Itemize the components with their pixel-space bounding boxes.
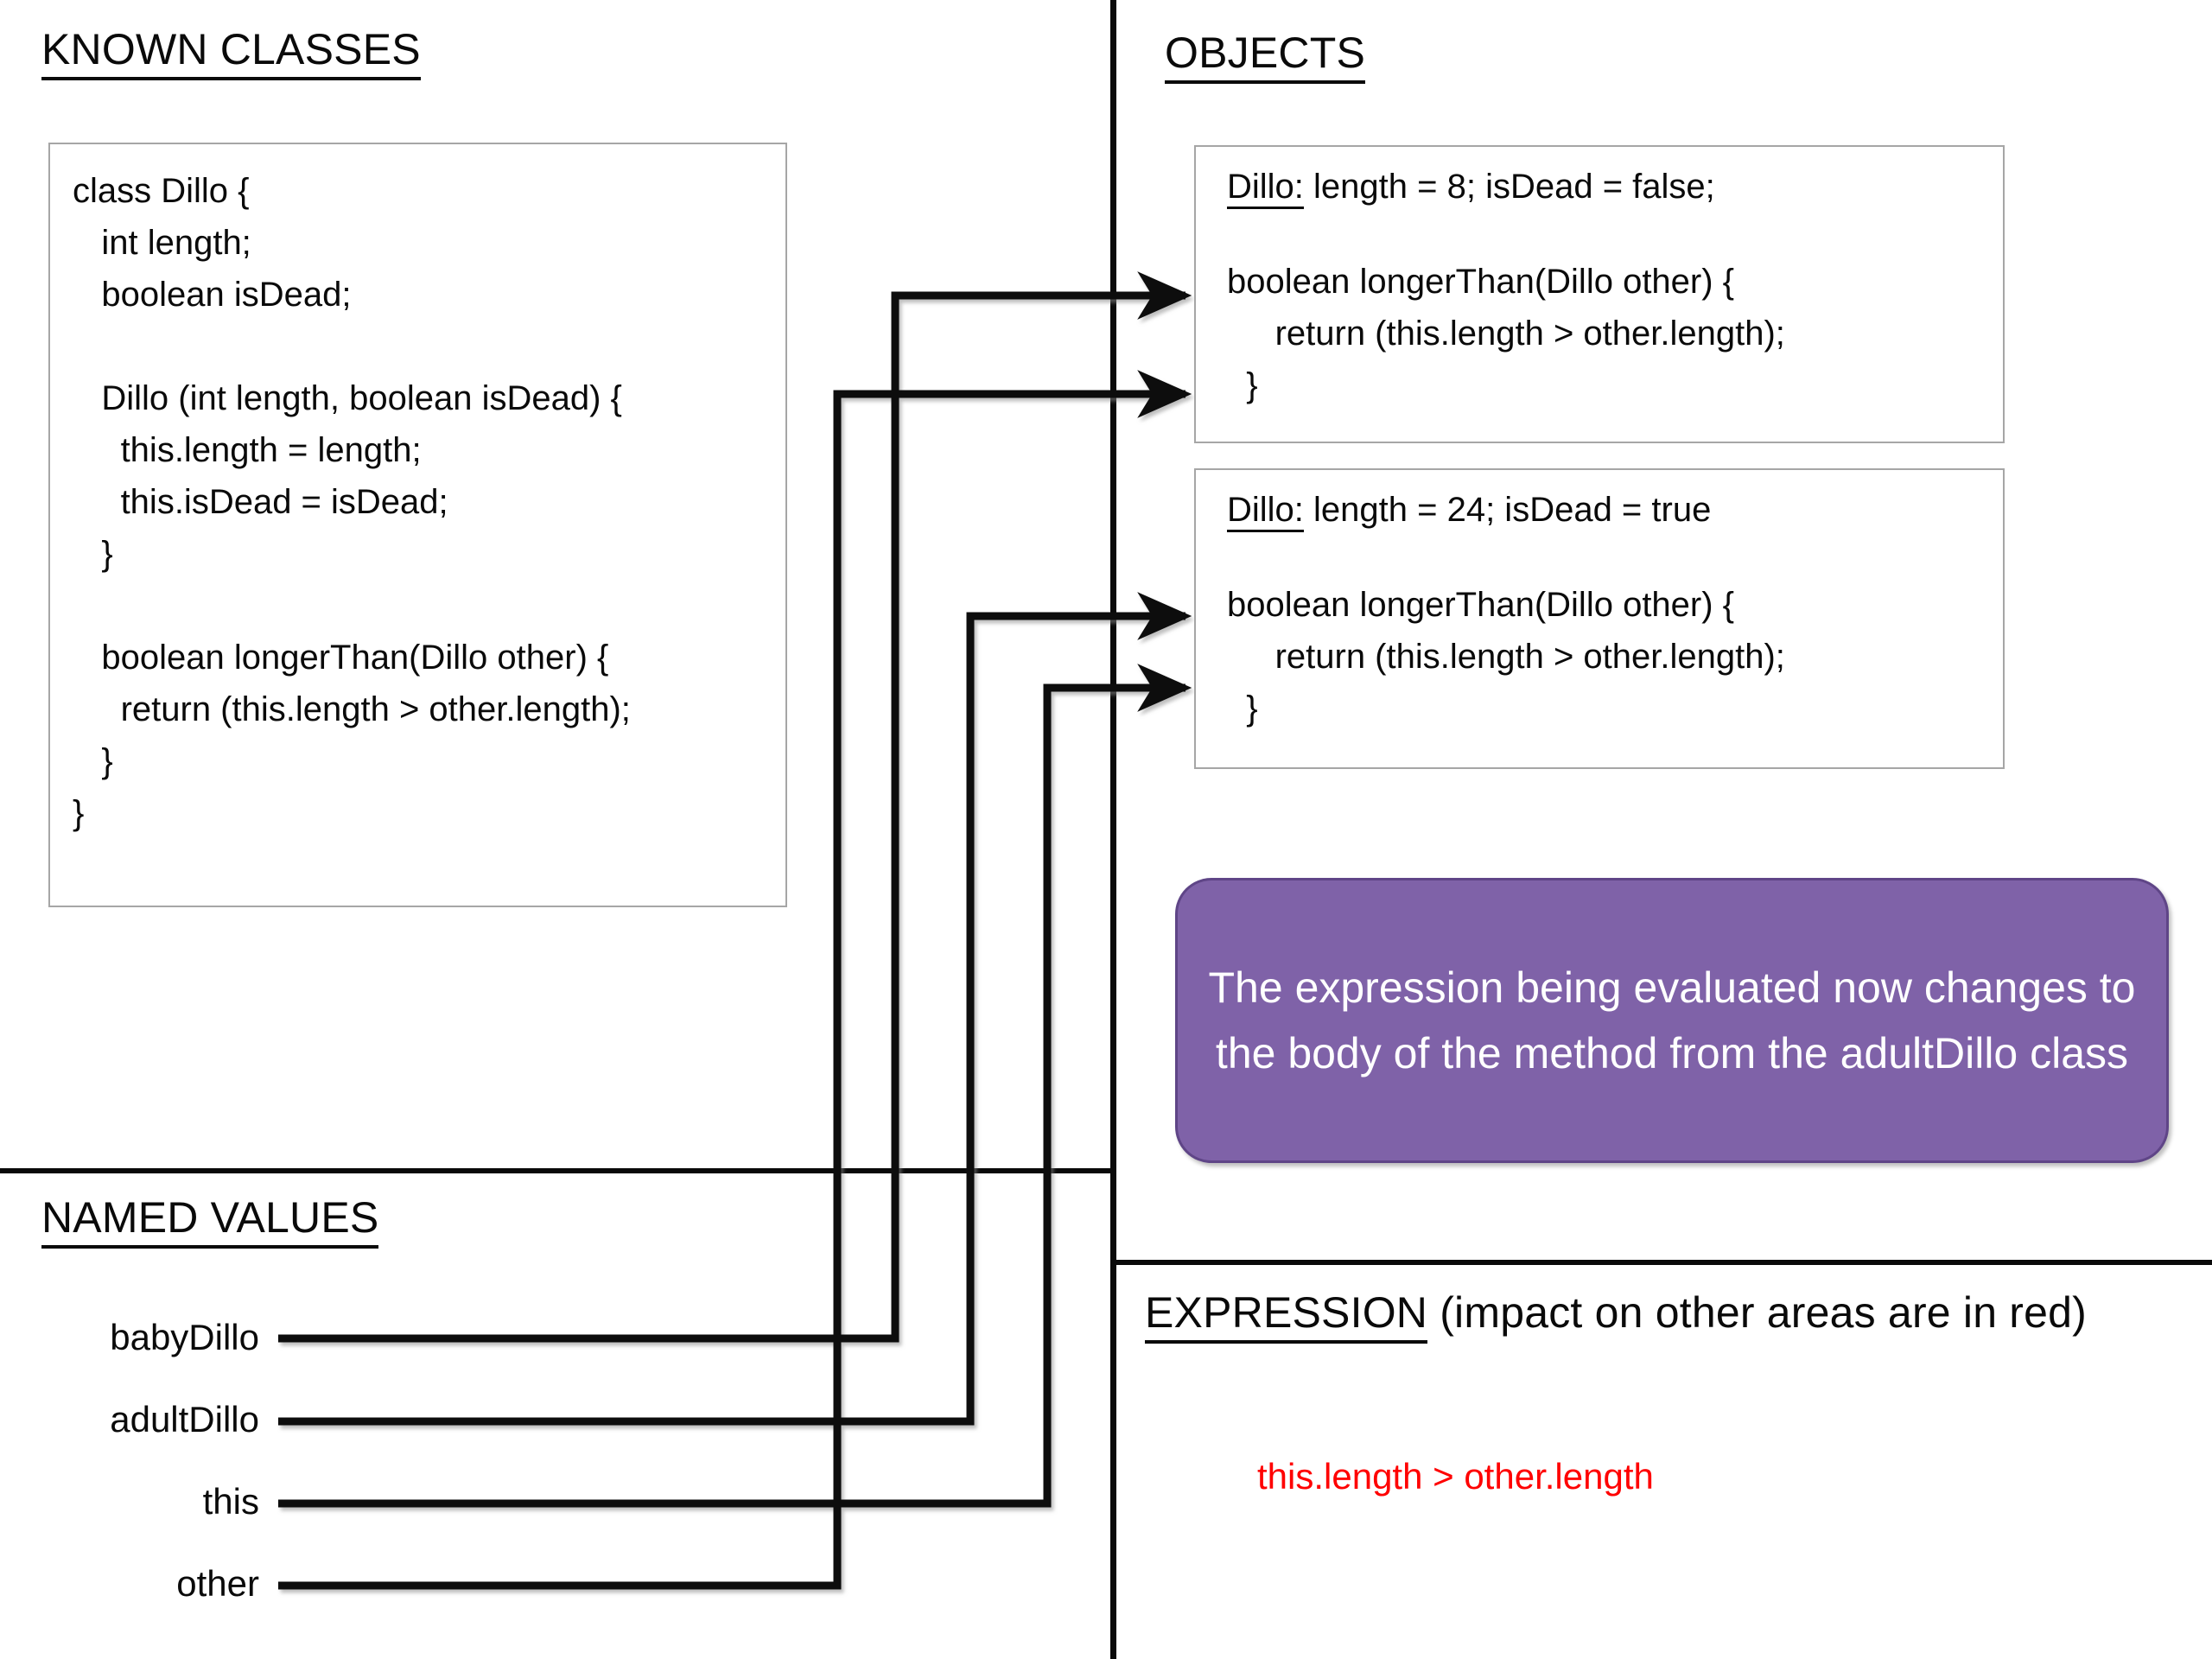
objects-header-label: OBJECTS <box>1165 29 1365 84</box>
class-definition-box: class Dillo { int length; boolean isDead… <box>48 143 787 907</box>
expression-header-note: (impact on other areas are in red) <box>1427 1288 2088 1337</box>
object-2-fields: length = 24; isDead = true <box>1303 491 1712 529</box>
object-2-method-code: boolean longerThan(Dillo other) { return… <box>1227 586 1785 728</box>
known-classes-header: KNOWN CLASSES <box>41 24 421 80</box>
object-box-1: Dillo: length = 8; isDead = false; boole… <box>1194 145 2005 443</box>
named-values-header: NAMED VALUES <box>41 1192 379 1249</box>
expression-header-label: EXPRESSION <box>1145 1288 1428 1344</box>
known-classes-header-label: KNOWN CLASSES <box>41 25 421 80</box>
callout-text: The expression being evaluated now chang… <box>1208 963 2136 1077</box>
expression-header: EXPRESSION (impact on other areas are in… <box>1145 1287 2088 1344</box>
named-value-label-adultdillo: adultDillo <box>110 1399 259 1440</box>
named-value-label-other: other <box>176 1563 259 1604</box>
vertical-divider <box>1110 0 1116 1659</box>
object-box-2: Dillo: length = 24; isDead = true boolea… <box>1194 468 2005 769</box>
horizontal-divider-left <box>0 1168 1116 1173</box>
object-1-class-name: Dillo: <box>1227 168 1304 209</box>
object-2-title: Dillo: length = 24; isDead = true <box>1227 489 2003 532</box>
named-value-label-this: this <box>202 1481 259 1522</box>
expression-value: this.length > other.length <box>1257 1456 1654 1497</box>
named-value-label-babydillo: babyDillo <box>110 1317 259 1357</box>
objects-header: OBJECTS <box>1165 28 1365 84</box>
object-1-fields: length = 8; isDead = false; <box>1303 168 1715 206</box>
object-1-method-code: boolean longerThan(Dillo other) { return… <box>1227 263 1785 404</box>
object-1-title: Dillo: length = 8; isDead = false; <box>1227 166 2003 209</box>
class-definition-code: class Dillo { int length; boolean isDead… <box>73 172 631 832</box>
horizontal-divider-right <box>1116 1260 2212 1265</box>
callout-box: The expression being evaluated now chang… <box>1175 878 2169 1163</box>
named-values-header-label: NAMED VALUES <box>41 1193 379 1249</box>
object-2-class-name: Dillo: <box>1227 491 1304 532</box>
